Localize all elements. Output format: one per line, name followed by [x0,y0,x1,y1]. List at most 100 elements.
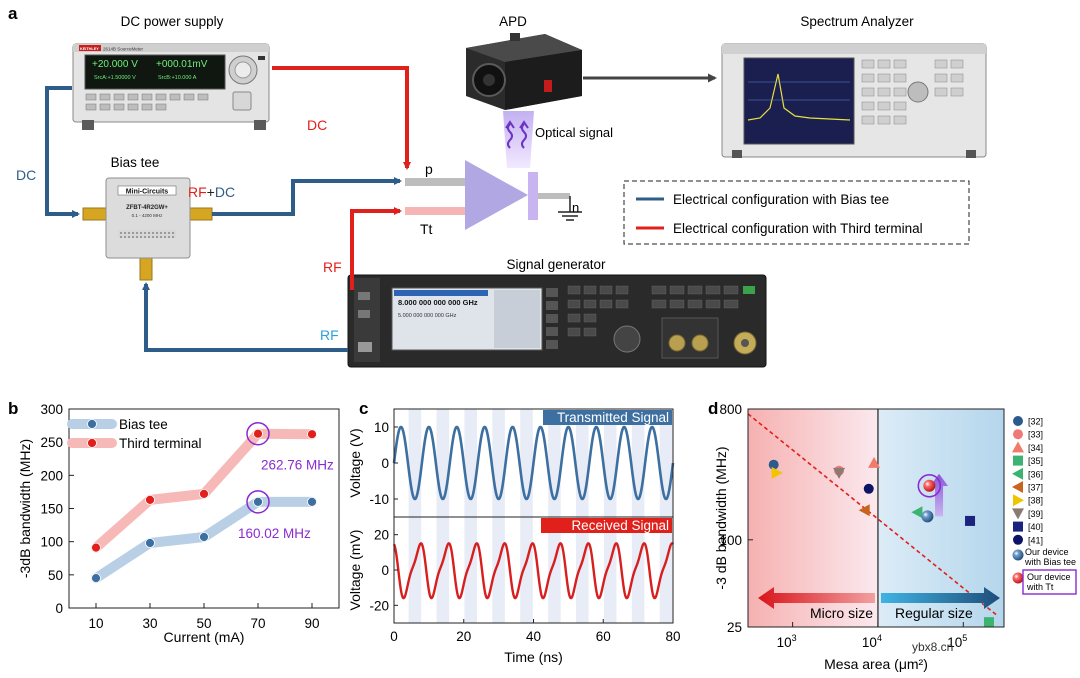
trend-line [747,413,998,617]
dc-supply-srca: SrcA:+1.50000 V [94,75,136,81]
bias-tee-device: Mini-Circuits ZFBT-4R2GW+ 0.1 - 4200 MHz [82,177,213,281]
marker-triangle-right [1013,494,1024,507]
optical-beam [503,111,534,168]
regular-size-arrow [880,587,1000,609]
plot-frame [393,408,674,624]
x-axis-title: Current (mA) [164,629,245,645]
waveform-0 [392,425,675,501]
subplot-title-box [541,518,672,533]
x-tick-label: 90 [304,616,319,631]
x-tick-label: 80 [665,629,680,644]
marker-triangle-left [858,504,870,517]
time-slot-stripe [436,409,450,623]
data-point [91,542,101,553]
marker-triangle-right [771,466,783,479]
y-tick-label: 250 [40,435,63,450]
data-point [253,428,263,439]
marker-square [1013,521,1023,532]
panel-a: a DC power supply 2614B SourceMeter KEIT… [8,4,987,368]
optical-signal-icon [505,120,529,149]
y-tick-label: 150 [40,502,63,517]
y-tick-label: 800 [719,402,742,417]
time-slot-stripe [492,409,505,623]
time-slot-stripe [464,409,478,623]
data-point [199,532,209,542]
siggen-frequency-2: 5.000 000 000 000 GHz [398,313,457,319]
marker-square [965,515,976,526]
y-tick-label: 50 [48,568,63,583]
x-tick-label: 40 [526,629,541,644]
legend-label: Bias tee [119,417,168,432]
marker-triangle-up [868,456,881,468]
label-dc-top: DC [307,117,327,133]
terminal-p-label: p [425,161,433,177]
legend-label: [41] [1028,535,1043,545]
x-tick-label: 30 [142,616,157,631]
y-tick-label: -10 [369,492,389,507]
time-slot-stripe [603,409,617,623]
x-tick-label: 20 [456,629,471,644]
x-tick-label: 70 [250,616,265,631]
dc-supply-brand: KEITHLEY [80,47,99,51]
x-tick-label: 50 [196,616,211,631]
legend-ours-tt-line2: with Tt [1026,582,1054,592]
signal-generator: 8.000 000 000 000 GHz 5.000 000 000 000 … [347,274,767,368]
x-tick-exponent: 5 [962,633,967,643]
y-tick-label: -20 [369,598,389,613]
dc-supply-srcb: SrcB:+10.000 A [158,75,197,81]
data-point [91,573,101,584]
apd-device [466,33,582,110]
marker-circle [768,459,779,470]
legend-label: [37] [1028,483,1043,493]
micro-size-arrow [758,587,875,609]
annotation-ring [246,490,270,514]
x-tick-label: 104 [862,633,882,650]
y-tick-label: 20 [374,528,389,543]
x-tick-label: 10 [88,616,103,631]
y-tick-label: 10 [374,420,389,435]
optical-signal-label: Optical signal [535,125,613,140]
label-rf-dc-plus: + [207,184,215,200]
legend-ours-bias-line2: with Bias tee [1024,557,1076,567]
x-axis-title: Time (ns) [504,649,563,665]
time-slot-stripe [576,409,589,623]
legend-ours-bias-line1: Our device [1025,547,1069,557]
data-point [145,494,155,505]
marker-ball [921,510,934,523]
schematic-legend: Electrical configuration with Bias tee E… [623,180,970,245]
time-slot-stripe [659,409,673,623]
legend-label: Third terminal [119,436,202,451]
marker-triangle-up [1012,441,1024,453]
bias-tee-model-b: 0.1 - 4200 MHz [132,213,164,218]
plot-frame [747,408,1005,628]
highlight-ring [917,473,942,498]
third-terminal-wiring [272,66,411,290]
label-rf-dc-rf: RF [188,184,207,200]
x-tick-label: 60 [596,629,611,644]
legend-label: [33] [1028,430,1043,440]
y-tick-label: 100 [40,535,63,550]
y-tick-label: 300 [40,402,63,417]
spectrum-title: Spectrum Analyzer [800,14,914,29]
data-point [307,429,317,440]
x-tick-exponent: 3 [792,633,797,643]
apd-title: APD [499,14,527,29]
terminal-tt-label: Tt [420,221,433,237]
bias-tee-title: Bias tee [111,155,160,170]
subplot-title-box [543,410,672,425]
dc-supply-title: DC power supply [121,14,224,29]
x-tick-label: 0 [390,629,398,644]
y-axis-title: Voltage (mV) [347,530,363,611]
device-diode [405,160,582,230]
signal-generator-title: Signal generator [506,257,606,272]
marker-circle [1013,429,1023,440]
panel-label-d: d [708,399,718,418]
label-rf-left: RF [323,259,342,275]
siggen-frequency: 8.000 000 000 000 GHz [398,298,478,307]
